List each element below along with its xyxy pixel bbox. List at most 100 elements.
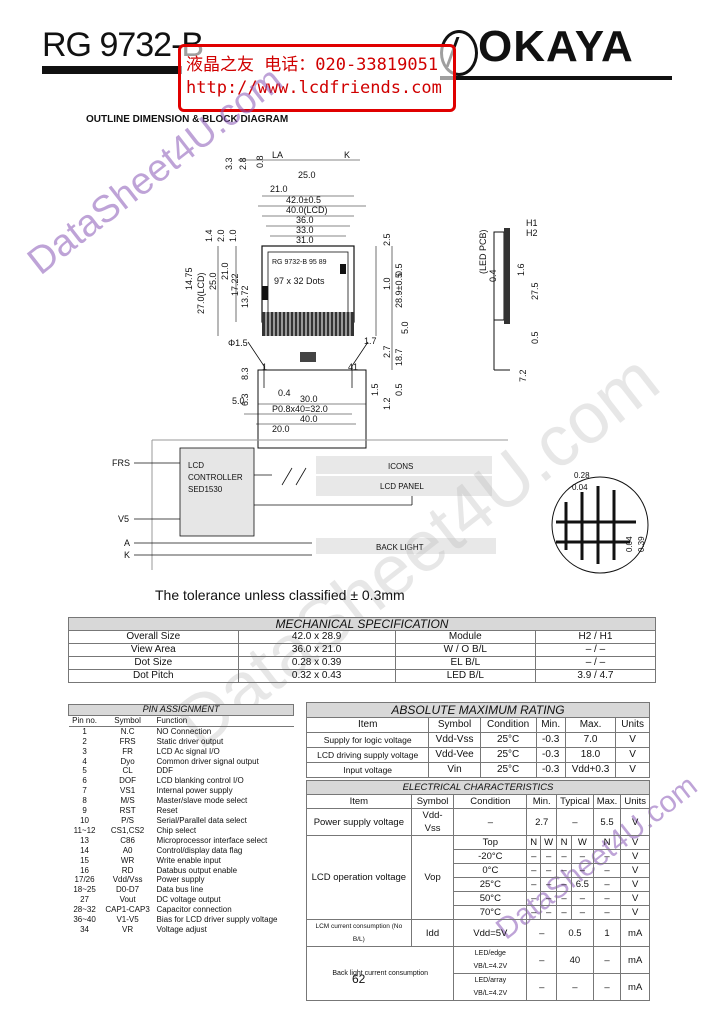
dim-text: Φ1.5	[228, 338, 248, 348]
dot-dim: 0.39	[637, 536, 646, 552]
dim-text: 1.7	[364, 336, 377, 346]
frs-label: FRS	[112, 458, 130, 468]
abs-title: ABSOLUTE MAXIMUM RATING	[306, 702, 650, 718]
module-outline	[257, 369, 367, 449]
controller-label: SED1530	[188, 485, 223, 494]
icons-box	[316, 456, 492, 474]
dot-detail	[551, 476, 649, 574]
dim-text: 5.0	[400, 321, 410, 334]
chip	[300, 352, 316, 362]
dim-text: 21.0	[220, 262, 230, 280]
dim-text: P0.8x40=32.0	[272, 404, 328, 414]
elec-title: ELECTRICAL CHARACTERISTICS	[306, 780, 650, 795]
contact-stamp	[178, 44, 456, 112]
dim-text: 1.2	[382, 397, 392, 410]
table-row: -20°C–––––V	[307, 849, 650, 864]
side-label: 7.2	[518, 369, 528, 382]
dim-text: 2.5	[382, 233, 392, 246]
dim-text: 6.3	[240, 393, 250, 406]
dot-dim: 0.04	[625, 536, 634, 552]
dim-text: 33.0	[296, 225, 314, 235]
dim-text: 1.0	[382, 277, 392, 290]
table-row: 70°C–––––V	[307, 905, 650, 920]
pins-title: PIN ASSIGNMENT	[68, 704, 294, 716]
tolerance-note: The tolerance unless classified ± 0.3mm	[155, 587, 405, 603]
lcd-panel-label: LCD PANEL	[380, 482, 424, 491]
dim-text: 40.0	[300, 414, 318, 424]
pin-strip	[262, 312, 354, 336]
dim-text: 30.0	[300, 394, 318, 404]
dot-dim: 0.04	[572, 483, 588, 492]
dim-text: 0.8	[255, 155, 265, 168]
dot-dim: 0.28	[574, 471, 590, 480]
mech-title: MECHANICAL SPECIFICATION	[68, 617, 656, 631]
dim-text: 20.0	[272, 424, 290, 434]
lcd-panel-box	[316, 476, 492, 496]
panel-label: RG 9732-B 95 89	[272, 259, 327, 266]
controller-box	[179, 447, 255, 537]
side-label: 0.4	[488, 269, 498, 282]
brand-name: OKAYA	[478, 22, 634, 71]
dim-text: 21.0	[270, 184, 288, 194]
dim-text: 18.7	[394, 348, 404, 366]
dim-text: 1	[262, 362, 267, 372]
table-row: Back light current consumption LED/edge …	[305, 946, 650, 1001]
icons-label: ICONS	[388, 462, 413, 471]
section-title: OUTLINE DIMENSION & BLOCK DIAGRAM	[86, 114, 289, 125]
side-label: 1.6	[516, 263, 526, 276]
table-row: 25°C–––6.5–V	[307, 877, 650, 892]
dim-text: 41	[348, 362, 358, 372]
dim-text: 3.3	[224, 157, 234, 170]
dim-text: 5.0	[232, 396, 245, 406]
page-number: 62	[352, 972, 366, 986]
table-row: LED/array VB/L=4.2V –––mA	[307, 973, 650, 1001]
dim-text: 2.8	[238, 157, 248, 170]
dim-text: 0.5	[394, 383, 404, 396]
brand-underline	[440, 76, 672, 80]
dim-text: 13.72	[240, 285, 250, 308]
dim-text: 1.5	[370, 383, 380, 396]
outline-drawing: 3.3 2.8 0.8 LA 25.0 K 21.0 42.0±0.5 40.0…	[112, 150, 649, 574]
dim-text: 17.22	[230, 273, 240, 296]
dim-text: 1.4	[204, 229, 214, 242]
dim-text: 14.75	[184, 267, 194, 290]
dim-text: 36.0	[296, 215, 314, 225]
stamp-url[interactable]: http://www.lcdfriends.com	[186, 78, 442, 98]
backlight-label: BACK LIGHT	[376, 543, 424, 552]
dim-text: 0.5	[394, 263, 404, 276]
dim-text: 42.0±0.5	[286, 195, 321, 205]
dim-text: 0.4	[278, 388, 291, 398]
v5-label: V5	[118, 514, 129, 524]
side-label: (LED PCB)	[478, 229, 488, 274]
side-label: H2	[526, 228, 538, 238]
